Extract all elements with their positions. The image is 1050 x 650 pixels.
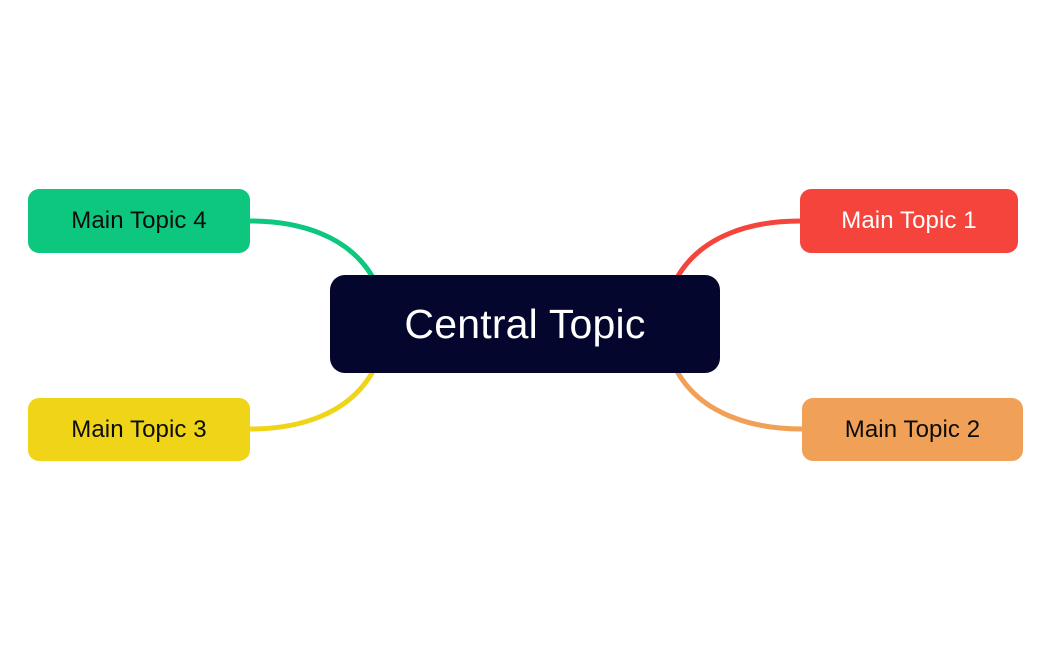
connector-topic-1 xyxy=(675,218,803,279)
connector-topic-4 xyxy=(247,218,375,279)
node-label-main-topic-3: Main Topic 3 xyxy=(71,415,207,443)
connector-topic-3 xyxy=(247,370,375,432)
node-central-topic[interactable]: Central Topic xyxy=(330,275,720,373)
node-main-topic-2[interactable]: Main Topic 2 xyxy=(802,398,1023,461)
connector-topic-2 xyxy=(675,370,805,432)
node-main-topic-1[interactable]: Main Topic 1 xyxy=(800,189,1018,253)
node-label-main-topic-1: Main Topic 1 xyxy=(841,207,977,234)
node-label-central-topic: Central Topic xyxy=(404,300,646,347)
node-label-main-topic-2: Main Topic 2 xyxy=(844,415,981,443)
node-main-topic-3[interactable]: Main Topic 3 xyxy=(28,398,250,461)
node-label-main-topic-4: Main Topic 4 xyxy=(71,207,207,234)
node-main-topic-4[interactable]: Main Topic 4 xyxy=(28,189,250,253)
